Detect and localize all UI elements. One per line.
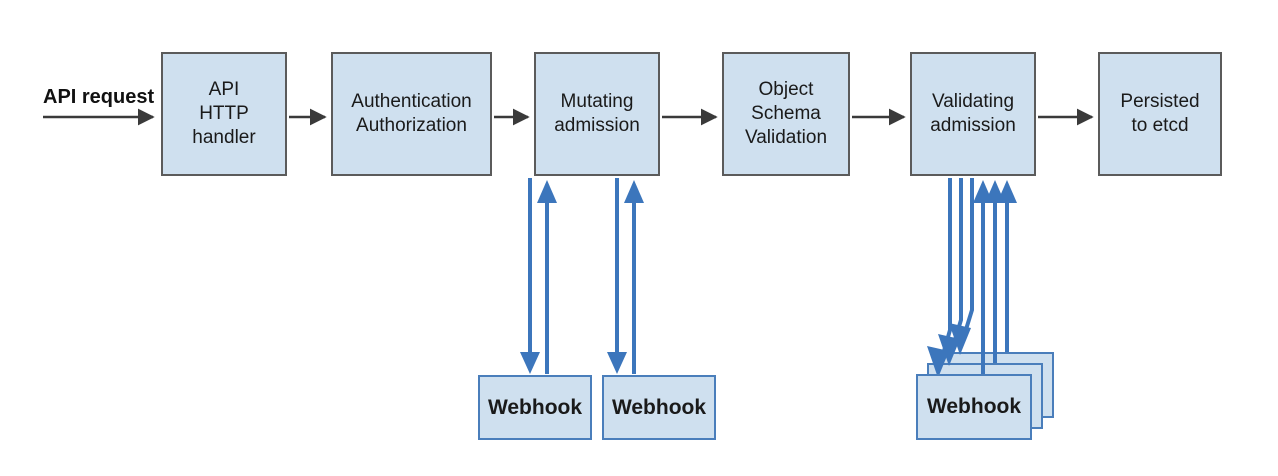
- webhook-arrow-mutating-wh2-call: [607, 178, 627, 374]
- node-label: Mutating admission: [554, 90, 640, 136]
- webhook-arrow-validating-wh1-return: [973, 180, 993, 374]
- webhook-label: Webhook: [611, 395, 707, 419]
- webhook-arrow-validating-wh2-call: [938, 178, 963, 366]
- webhook-label: Webhook: [487, 395, 583, 419]
- webhook-arrow-validating-wh3-call: [949, 178, 974, 355]
- entry-label-api-request: API request: [43, 86, 155, 108]
- webhook-arrow-mutating-wh2-return: [624, 180, 644, 374]
- webhook-arrow-validating-wh2-return: [985, 180, 1005, 363]
- webhook-label: Webhook: [926, 395, 1022, 418]
- webhook-box-mutating-2[interactable]: Webhook: [602, 375, 716, 440]
- webhook-box-validating-stack-front[interactable]: Webhook: [916, 374, 1032, 440]
- node-api-http-handler[interactable]: API HTTP handler: [161, 52, 287, 176]
- node-validating-admission[interactable]: Validating admission: [910, 52, 1036, 176]
- webhook-box-mutating-1[interactable]: Webhook: [478, 375, 592, 440]
- node-label: Authentication Authorization: [351, 90, 472, 136]
- webhook-arrow-mutating-wh1-return: [537, 180, 557, 374]
- webhook-arrow-validating-wh3-return: [997, 180, 1017, 352]
- node-object-schema-validation[interactable]: Object Schema Validation: [722, 52, 850, 176]
- node-mutating-admission[interactable]: Mutating admission: [534, 52, 660, 176]
- node-authn-authz[interactable]: Authentication Authorization: [331, 52, 492, 176]
- node-label: Validating admission: [930, 90, 1016, 136]
- webhook-arrow-validating-wh1-call: [927, 178, 952, 378]
- node-label: Persisted to etcd: [1120, 90, 1200, 136]
- node-label: API HTTP handler: [192, 78, 256, 149]
- node-persisted-to-etcd[interactable]: Persisted to etcd: [1098, 52, 1222, 176]
- node-label: Object Schema Validation: [744, 78, 828, 149]
- webhook-arrow-mutating-wh1-call: [520, 178, 540, 374]
